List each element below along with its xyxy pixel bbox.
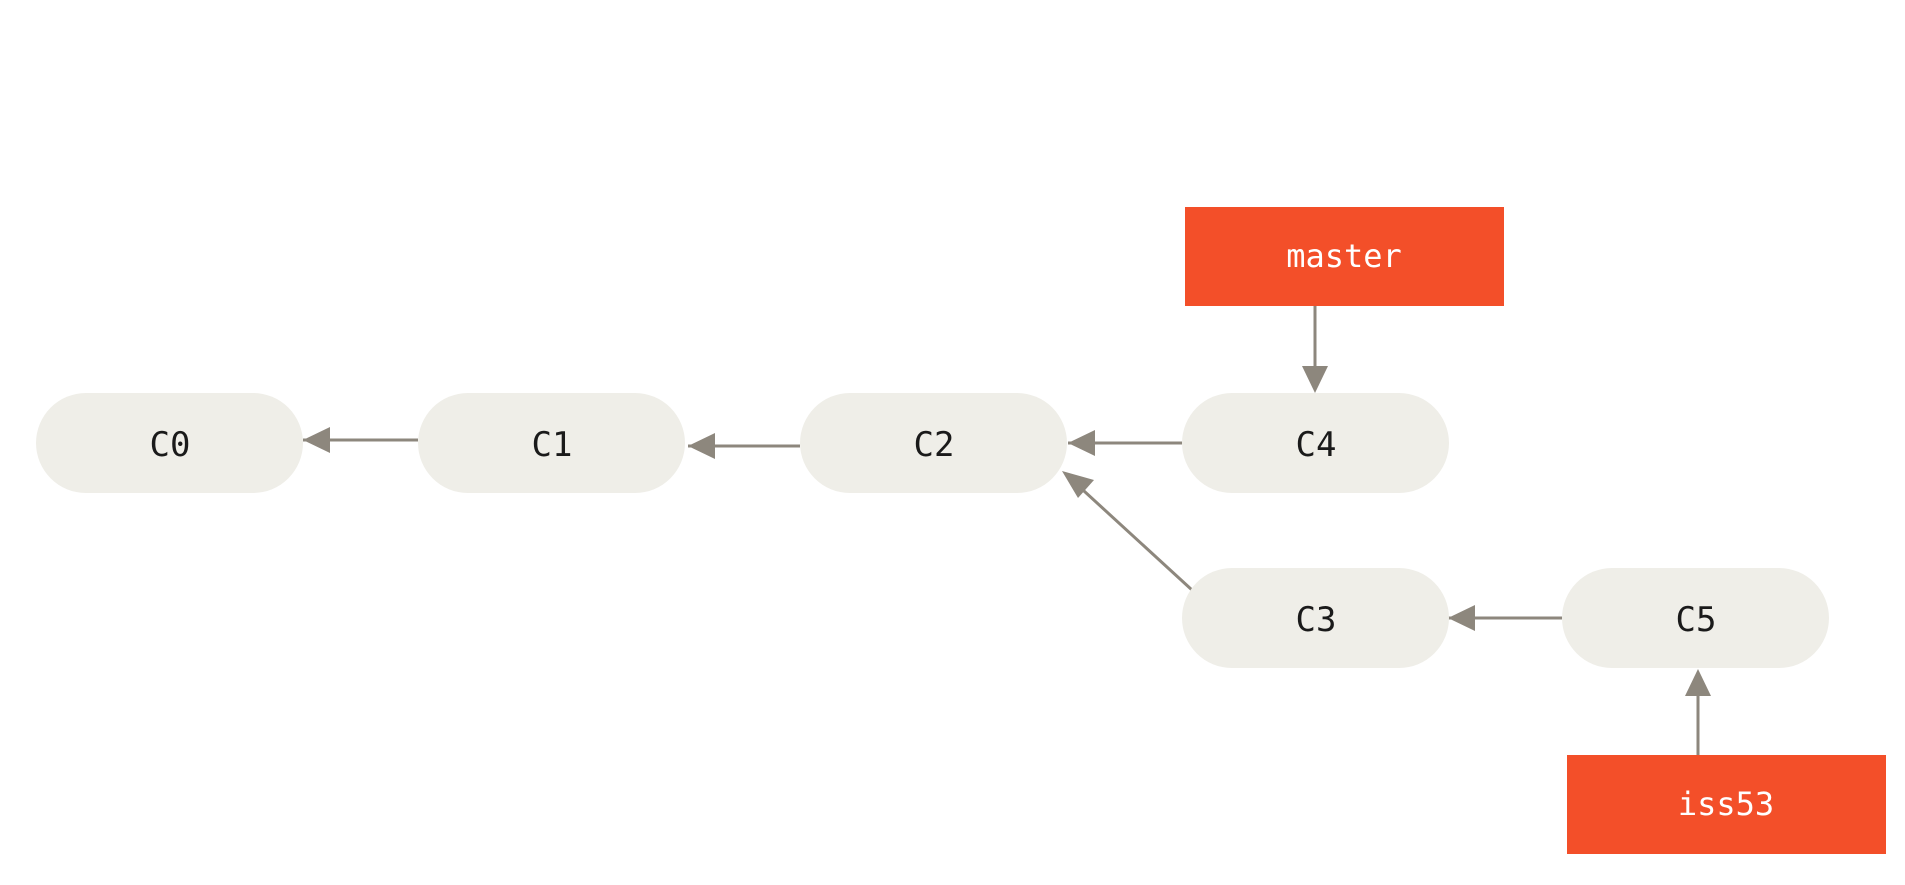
commit-label: C5 [1676,600,1717,640]
commit-label: C4 [1296,425,1337,465]
branch-label: master [1286,237,1402,275]
commit-c2: C2 [800,393,1067,493]
commit-c1: C1 [418,393,685,493]
commit-c0: C0 [36,393,303,493]
commit-label: C0 [150,425,191,465]
commit-label: C2 [914,425,955,465]
commit-label: C3 [1296,600,1337,640]
arrow-c3-to-c2 [1070,478,1194,592]
commit-c3: C3 [1182,568,1449,668]
branch-label: iss53 [1678,785,1774,823]
arrowhead-iss53-to-c5 [1685,669,1711,696]
branch-iss53: iss53 [1567,755,1886,854]
arrowhead-c1-to-c0 [303,427,330,453]
parent-links [303,427,1562,631]
arrowhead-c4-to-c2 [1068,430,1095,456]
branch-pointers [1302,306,1711,755]
commit-c4: C4 [1182,393,1449,493]
commit-label: C1 [532,425,573,465]
branches: master iss53 [1185,207,1886,854]
arrowhead-master-to-c4 [1302,366,1328,393]
arrowhead-c3-to-c2 [1062,471,1094,498]
arrowhead-c2-to-c1 [688,433,715,459]
branch-master: master [1185,207,1504,306]
commits: C0 C1 C2 C4 C3 C5 [36,393,1829,668]
commit-c5: C5 [1562,568,1829,668]
arrowhead-c5-to-c3 [1448,605,1475,631]
